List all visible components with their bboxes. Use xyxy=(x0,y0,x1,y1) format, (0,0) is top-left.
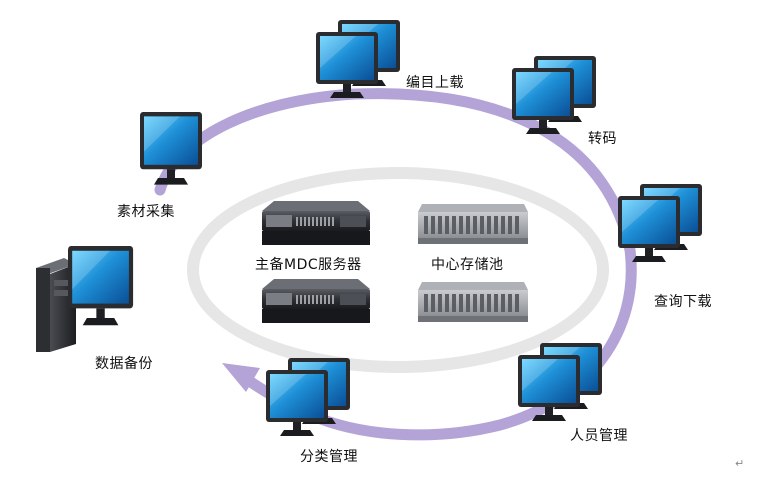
node-label-material-capture: 素材采集 xyxy=(117,204,175,220)
workflow-ring-right xyxy=(294,88,637,441)
return-mark: ↵ xyxy=(735,457,745,470)
backup-server-icon xyxy=(262,279,370,323)
node-label-query-download: 查询下载 xyxy=(654,294,712,310)
node-label-edit-upload: 编目上载 xyxy=(406,75,464,91)
monitor-icon-data-backup xyxy=(68,246,134,326)
monitor-icon-material-capture xyxy=(140,112,202,185)
node-label-data-backup: 数据备份 xyxy=(95,356,153,372)
storage-array-top-icon xyxy=(418,204,528,244)
storage-array-bottom-icon xyxy=(418,282,528,322)
monitor-pair-icon-edit-upload xyxy=(316,20,400,98)
node-label-transcode: 转码 xyxy=(588,131,617,147)
workflow-arrow-head xyxy=(222,363,260,392)
core-ellipse xyxy=(187,167,609,373)
node-label-category-management: 分类管理 xyxy=(300,449,358,465)
storage-label: 中心存储池 xyxy=(431,257,504,273)
server-label: 主备MDC服务器 xyxy=(255,257,362,273)
primary-server-icon xyxy=(262,201,370,245)
node-label-user-management: 人员管理 xyxy=(570,428,628,444)
